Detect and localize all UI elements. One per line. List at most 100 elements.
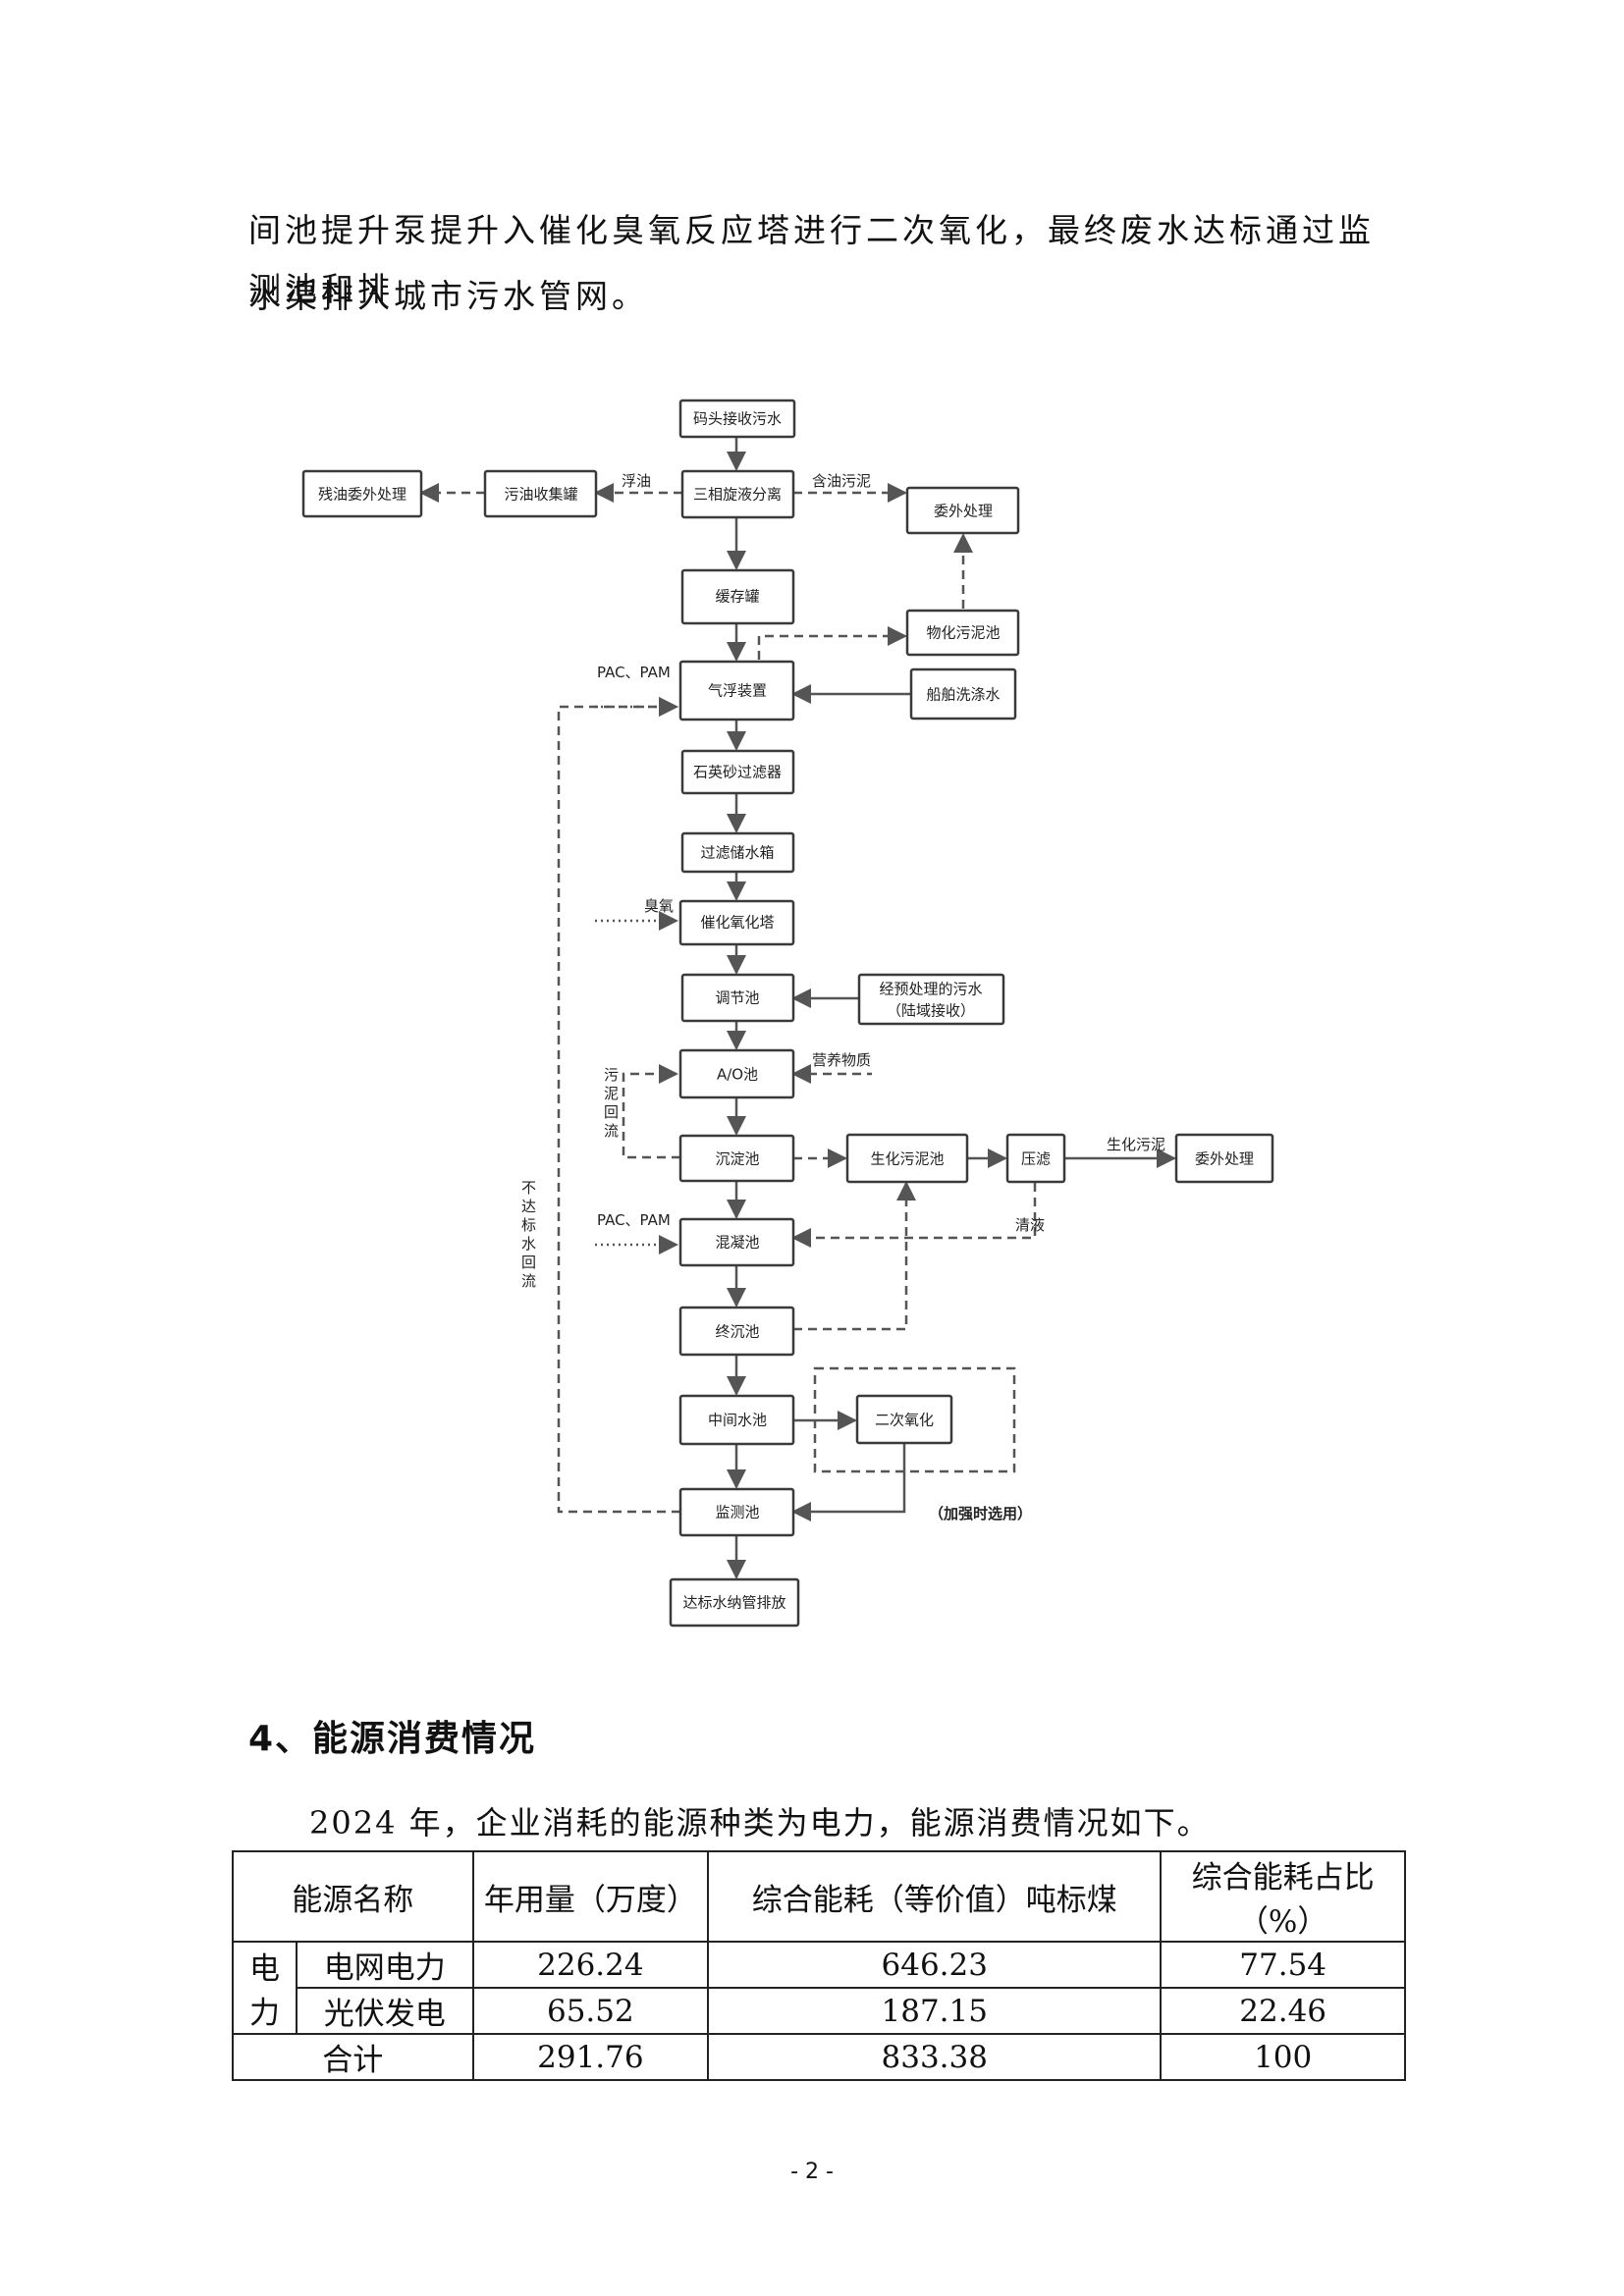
arrow-press-n11 — [791, 1183, 1037, 1248]
energy-table: 能源名称 年用量（万度） 综合能耗（等价值）吨标煤 综合能耗占比 （%） 电 力… — [232, 1850, 1406, 2081]
node-intermediate-tank: 中间水池 — [678, 1394, 795, 1446]
arrow-n12-biosludge — [793, 1181, 916, 1331]
label-char: 不 — [521, 1179, 536, 1197]
node-label: 调节池 — [715, 989, 759, 1007]
node-label: 污油收集罐 — [504, 486, 577, 504]
node-final-sedimentation: 终沉池 — [678, 1306, 795, 1357]
header-energy: 综合能耗（等价值）吨标煤 — [707, 1850, 1163, 1943]
enhanced-dashed-box — [813, 1366, 1016, 1473]
page-number: - 2 - — [790, 2160, 834, 2184]
row-usage: 65.52 — [471, 1987, 710, 2035]
label-char: 泥 — [604, 1085, 619, 1102]
node-outsource-1: 委外处理 — [905, 486, 1020, 535]
total-ratio: 100 — [1160, 2033, 1406, 2081]
node-label: 混凝池 — [715, 1234, 759, 1252]
node-label: 过滤储水箱 — [700, 844, 774, 862]
label-char: 流 — [604, 1122, 619, 1140]
label-enhanced: （加强时选用） — [929, 1505, 1032, 1522]
arrow-not-standard-return — [557, 697, 680, 1514]
header-ratio: 综合能耗占比 （%） — [1160, 1850, 1406, 1943]
table-row: 光伏发电 65.52 187.15 22.46 — [233, 1987, 1406, 2035]
label-filtrate: 清液 — [1015, 1216, 1045, 1234]
label-float-oil: 浮油 — [622, 472, 651, 490]
row-energy: 646.23 — [707, 1941, 1163, 1989]
node-buffer-tank: 缓存罐 — [680, 568, 795, 625]
header-ratio-line1: 综合能耗占比 — [1191, 1860, 1375, 1896]
label-char: 水 — [521, 1235, 536, 1253]
label-pac-pam-1: PAC、PAM — [597, 664, 671, 681]
node-regulating-tank: 调节池 — [680, 973, 795, 1023]
node-filter-press: 压滤 — [1005, 1133, 1066, 1184]
node-ao-tank: A/O池 — [678, 1048, 795, 1099]
node-label: 船舶洗涤水 — [926, 686, 1000, 704]
label-char: 回 — [521, 1254, 536, 1271]
node-ship-wash-water: 船舶洗涤水 — [909, 667, 1017, 721]
node-physchem-sludge-tank: 物化污泥池 — [905, 609, 1020, 657]
total-energy: 833.38 — [707, 2033, 1163, 2081]
section-intro: 2024 年，企业消耗的能源种类为电力，能源消费情况如下。 — [309, 1804, 1211, 1842]
section-heading: 4、能源消费情况 — [248, 1719, 537, 1759]
node-three-phase-separation: 三相旋液分离 — [680, 469, 795, 519]
label-pac-pam-2: PAC、PAM — [597, 1211, 671, 1229]
node-label: 缓存罐 — [715, 588, 759, 606]
node-label: 石英砂过滤器 — [693, 764, 782, 781]
node-dock-receive: 码头接收污水 — [678, 399, 796, 439]
label-char: 污 — [604, 1066, 619, 1084]
total-name: 合计 — [232, 2033, 474, 2081]
group-label-char: 力 — [248, 1996, 280, 2031]
total-usage: 291.76 — [471, 2033, 710, 2081]
label-bio-sludge: 生化污泥 — [1107, 1136, 1165, 1153]
node-monitoring-tank: 监测池 — [678, 1487, 795, 1537]
arrow-secondary-n14 — [791, 1435, 906, 1522]
arrow-sludge-return — [622, 1064, 680, 1159]
node-label-2: （陆域接收） — [887, 1002, 975, 1020]
node-label: 催化氧化塔 — [700, 914, 774, 932]
node-label: 生化污泥池 — [870, 1150, 944, 1168]
node-label: 码头接收污水 — [693, 410, 782, 428]
node-filter-storage-tank: 过滤储水箱 — [680, 831, 795, 874]
paragraph-line-2: 水渠排入城市污水管网。 — [248, 277, 648, 315]
label-char: 达 — [521, 1198, 536, 1215]
node-coagulation-tank: 混凝池 — [678, 1217, 795, 1267]
node-label: 三相旋液分离 — [693, 486, 782, 504]
table-row: 电 力 电网电力 226.24 646.23 77.54 — [232, 1941, 1406, 2035]
row-ratio: 77.54 — [1160, 1941, 1406, 1989]
group-label-electricity: 电 力 — [232, 1941, 298, 2035]
node-sedimentation-tank: 沉淀池 — [678, 1134, 795, 1183]
label-char: 流 — [521, 1272, 536, 1290]
node-label: 气浮装置 — [708, 682, 767, 700]
label-ozone: 臭氧 — [644, 897, 674, 915]
row-energy: 187.15 — [707, 1987, 1163, 2035]
row-name: 光伏发电 — [295, 1987, 474, 2035]
node-label: 委外处理 — [934, 503, 993, 520]
paragraph-line-1: 间池提升泵提升入催化臭氧反应塔进行二次氧化，最终废水达标通过监测池和排 — [248, 211, 1375, 308]
node-label: 二次氧化 — [875, 1412, 934, 1429]
node-label: 残油委外处理 — [318, 486, 406, 504]
row-name: 电网电力 — [295, 1941, 474, 1989]
node-secondary-oxidation: 二次氧化 — [855, 1394, 953, 1445]
label-char: 回 — [604, 1103, 619, 1121]
node-label: 监测池 — [715, 1504, 759, 1522]
header-usage: 年用量（万度） — [471, 1850, 710, 1943]
node-residual-oil-outsource: 残油委外处理 — [301, 469, 423, 518]
node-pretreated-wastewater: 经预处理的污水 （陆域接收） — [857, 973, 1005, 1026]
node-outsource-2: 委外处理 — [1174, 1133, 1274, 1184]
arrow-n4-physchem — [757, 626, 907, 660]
label-nutrients: 营养物质 — [812, 1051, 871, 1069]
node-bio-sludge-tank: 生化污泥池 — [845, 1133, 969, 1184]
table-header-row: 能源名称 年用量（万度） 综合能耗（等价值）吨标煤 综合能耗占比 （%） — [232, 1850, 1406, 1943]
node-label: 压滤 — [1021, 1150, 1051, 1168]
node-label: 委外处理 — [1195, 1150, 1254, 1168]
node-label: 经预处理的污水 — [879, 981, 982, 998]
label-not-standard-return: 不 达 标 水 回 流 — [521, 1179, 536, 1290]
node-oil-collection-tank: 污油收集罐 — [483, 469, 598, 518]
label-sludge-return: 污 泥 回 流 — [604, 1066, 619, 1140]
row-usage: 226.24 — [471, 1941, 710, 1989]
node-sand-filter: 石英砂过滤器 — [680, 749, 795, 795]
group-label-char: 电 — [248, 1951, 280, 1987]
node-label: 终沉池 — [715, 1323, 759, 1341]
node-compliant-discharge: 达标水纳管排放 — [669, 1577, 800, 1628]
node-label: 沉淀池 — [715, 1150, 759, 1168]
node-label: 物化污泥池 — [926, 624, 1000, 642]
process-flow-diagram: 码头接收污水 三相旋液分离 缓存罐 气浮装置 石英砂过滤器 过滤储水箱 催化氧化… — [301, 399, 1274, 1628]
